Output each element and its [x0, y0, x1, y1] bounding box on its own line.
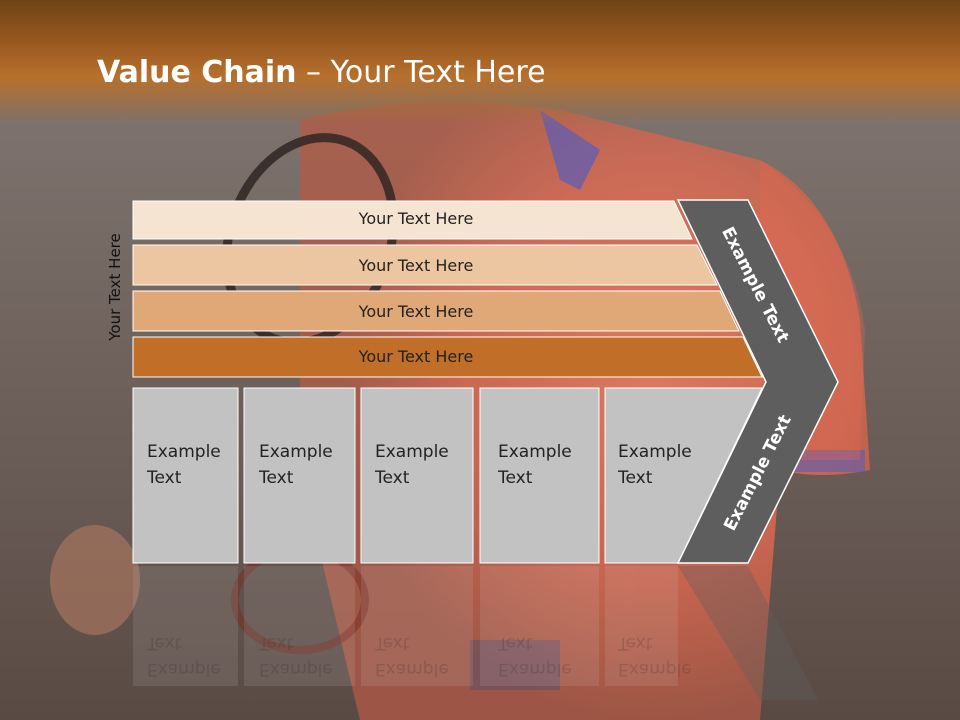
- title-rest: – Your Text Here: [296, 55, 546, 90]
- bar-2: [132, 244, 718, 286]
- cell-4: [479, 387, 600, 564]
- bar-3-label: Your Text Here: [358, 302, 474, 321]
- bar-1-label: Your Text Here: [358, 209, 474, 228]
- cell-3: [360, 387, 474, 564]
- cell-2: [243, 387, 356, 564]
- bar-3: [132, 290, 740, 332]
- title-bold: Value Chain: [97, 55, 297, 90]
- title-banner: [0, 0, 960, 125]
- bar-4-label: Your Text Here: [358, 347, 474, 366]
- bar-4: [132, 336, 763, 378]
- chevron-arrow: [676, 199, 839, 564]
- bar-1: [132, 200, 693, 240]
- bar-2-label: Your Text Here: [358, 256, 474, 275]
- slide-title: Value Chain – Your Text Here: [97, 55, 546, 90]
- cell-1: [132, 387, 239, 564]
